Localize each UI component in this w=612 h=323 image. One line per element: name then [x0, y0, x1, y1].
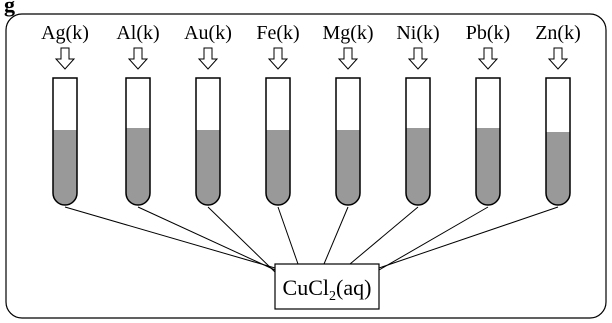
- down-arrow-icon: [127, 47, 149, 70]
- metal-label: Mg(k): [322, 22, 373, 44]
- liquid-fill: [196, 130, 220, 205]
- connector-line-pb-k: [378, 206, 489, 271]
- metal-label: Ag(k): [41, 22, 89, 44]
- test-tube-pb-k: Pb(k): [466, 22, 510, 206]
- connector-line-au-k: [207, 206, 276, 273]
- diagram-frame: [5, 13, 607, 319]
- metal-label: Ni(k): [396, 22, 439, 44]
- connector-line-fe-k: [277, 206, 299, 265]
- tube-outline: [265, 77, 291, 206]
- test-tube-mg-k: Mg(k): [322, 22, 374, 206]
- solution-label: CuCl2(aq): [283, 275, 372, 304]
- down-arrow-icon: [407, 47, 429, 70]
- connector-line-al-k: [137, 206, 276, 271]
- down-arrow-icon: [337, 47, 359, 70]
- liquid-fill: [546, 132, 570, 205]
- solution-formula-main: CuCl: [283, 275, 329, 300]
- connector-line-ni-k: [349, 206, 419, 265]
- liquid-fill: [266, 130, 290, 205]
- test-tube-ag-k: Ag(k): [41, 22, 89, 206]
- down-arrow-icon: [197, 47, 219, 70]
- connector-line-mg-k: [323, 206, 349, 265]
- tube-outline: [195, 77, 221, 206]
- tube-outline: [125, 77, 151, 206]
- down-arrow-icon: [547, 47, 569, 70]
- connector-line-zn-k: [378, 206, 559, 269]
- tube-outline: [545, 77, 571, 206]
- liquid-fill: [126, 128, 150, 205]
- down-arrow-icon: [477, 47, 499, 70]
- test-tube-fe-k: Fe(k): [256, 22, 300, 206]
- solution-formula-state: (aq): [336, 275, 371, 300]
- down-arrow-icon: [267, 47, 289, 70]
- liquid-fill: [476, 128, 500, 205]
- tube-outline: [405, 77, 431, 206]
- tube-outline: [335, 77, 361, 206]
- solution-box: CuCl2(aq): [274, 263, 380, 310]
- solution-formula-subscript: 2: [329, 289, 336, 304]
- tube-outline: [52, 77, 78, 206]
- metal-label: Pb(k): [466, 22, 510, 44]
- tube-outline: [475, 77, 501, 206]
- down-arrow-icon: [54, 47, 76, 70]
- connector-lines: [64, 206, 559, 273]
- test-tubes: Ag(k) Al(k) Au(k) Fe(k) Mg(k) Ni(k) Pb(k) Zn(k): [41, 22, 581, 206]
- metal-label: Al(k): [116, 22, 159, 44]
- test-tube-zn-k: Zn(k): [535, 22, 581, 206]
- test-tube-ni-k: Ni(k): [396, 22, 440, 206]
- metal-label: Au(k): [184, 22, 232, 44]
- connector-line-ag-k: [64, 206, 276, 269]
- liquid-fill: [336, 130, 360, 205]
- liquid-fill: [406, 128, 430, 205]
- metal-label: Zn(k): [535, 22, 581, 44]
- metal-label: Fe(k): [256, 22, 299, 44]
- test-tube-au-k: Au(k): [184, 22, 232, 206]
- liquid-fill: [53, 130, 77, 205]
- top-caption: g: [4, 0, 15, 17]
- test-tube-al-k: Al(k): [116, 22, 160, 206]
